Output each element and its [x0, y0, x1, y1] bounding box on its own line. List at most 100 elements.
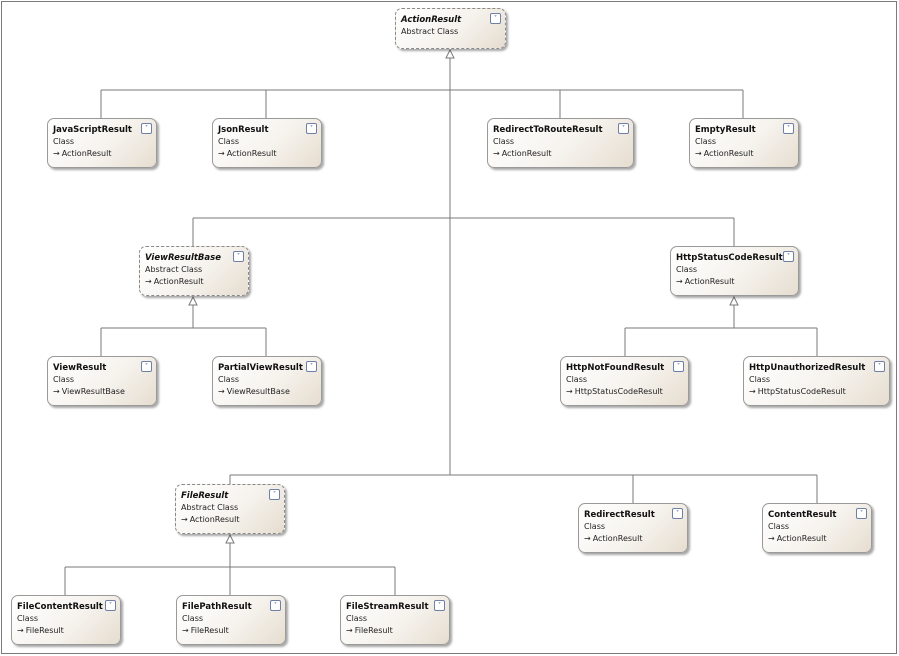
base-class: →HttpStatusCodeResult — [749, 386, 889, 398]
double-chevron-down-icon[interactable]: ˅ — [233, 251, 244, 262]
arrow-right-icon: → — [145, 277, 152, 286]
double-chevron-down-icon[interactable]: ˅ — [856, 508, 867, 519]
arrow-right-icon: → — [584, 534, 591, 543]
base-class: →ViewResultBase — [53, 386, 156, 398]
class-kind: Class — [584, 522, 606, 531]
class-kind: Class — [53, 137, 75, 146]
arrow-right-icon: → — [493, 149, 500, 158]
double-chevron-down-icon[interactable]: ˅ — [783, 123, 794, 134]
class-name: ViewResultBase — [145, 253, 221, 263]
double-chevron-down-icon[interactable]: ˅ — [874, 361, 885, 372]
double-chevron-down-icon[interactable]: ˅ — [141, 361, 152, 372]
base-class: →ActionResult — [218, 148, 321, 160]
inheritance-arrowhead — [225, 533, 235, 544]
class-kind: Class — [768, 522, 790, 531]
base-class-name: ViewResultBase — [61, 387, 125, 396]
double-chevron-down-icon[interactable]: ˅ — [141, 123, 152, 134]
base-class: →FileResult — [182, 625, 285, 637]
class-name: ActionResult — [401, 15, 462, 25]
base-class: →ActionResult — [53, 148, 156, 160]
class-kind: Class — [566, 375, 588, 384]
double-chevron-down-icon[interactable]: ˅ — [783, 251, 794, 262]
class-kind: Class — [182, 614, 204, 623]
class-name: ViewResult — [53, 363, 107, 373]
class-kind: Class — [749, 375, 771, 384]
base-class-name: ActionResult — [684, 277, 735, 286]
base-class-name: HttpStatusCodeResult — [757, 387, 846, 396]
base-class-name: ActionResult — [592, 534, 643, 543]
base-class-name: ActionResult — [61, 149, 112, 158]
class-name: RedirectToRouteResult — [493, 125, 603, 135]
arrow-right-icon: → — [53, 387, 60, 396]
base-class-name: FileResult — [354, 626, 393, 635]
arrow-right-icon: → — [181, 515, 188, 524]
arrow-right-icon: → — [346, 626, 353, 635]
double-chevron-down-icon[interactable]: ˅ — [434, 600, 445, 611]
class-kind: Class — [676, 265, 698, 274]
arrow-right-icon: → — [182, 626, 189, 635]
class-name: HttpNotFoundResult — [566, 363, 665, 373]
base-class: →ActionResult — [768, 533, 871, 545]
class-name: HttpUnauthorizedResult — [749, 363, 866, 373]
double-chevron-down-icon[interactable]: ˅ — [105, 600, 116, 611]
base-class: →ActionResult — [676, 276, 798, 288]
class-name: JsonResult — [218, 125, 269, 135]
class-kind: Class — [346, 614, 368, 623]
class-name: ContentResult — [768, 510, 837, 520]
double-chevron-down-icon[interactable]: ˅ — [673, 361, 684, 372]
class-kind: Abstract Class — [145, 265, 203, 274]
double-chevron-down-icon[interactable]: ˅ — [270, 600, 281, 611]
arrow-right-icon: → — [749, 387, 756, 396]
class-name: EmptyResult — [695, 125, 756, 135]
double-chevron-down-icon[interactable]: ˅ — [672, 508, 683, 519]
arrow-right-icon: → — [218, 387, 225, 396]
class-kind: Abstract Class — [401, 27, 459, 36]
base-class-name: HttpStatusCodeResult — [574, 387, 663, 396]
base-class-name: FileResult — [25, 626, 64, 635]
double-chevron-down-icon[interactable]: ˅ — [618, 123, 629, 134]
arrow-right-icon: → — [768, 534, 775, 543]
arrow-right-icon: → — [676, 277, 683, 286]
double-chevron-down-icon[interactable]: ˅ — [306, 361, 317, 372]
class-kind: Class — [493, 137, 515, 146]
base-class: →ActionResult — [493, 148, 633, 160]
base-class: →FileResult — [17, 625, 120, 637]
double-chevron-down-icon[interactable]: ˅ — [269, 489, 280, 500]
class-kind: Class — [695, 137, 717, 146]
class-name: HttpStatusCodeResult — [676, 253, 783, 263]
base-class: →FileResult — [346, 625, 449, 637]
base-class-name: ViewResultBase — [226, 387, 290, 396]
class-name: PartialViewResult — [218, 363, 303, 373]
class-kind: Class — [218, 375, 240, 384]
class-kind: Class — [17, 614, 39, 623]
double-chevron-down-icon[interactable]: ˅ — [306, 123, 317, 134]
arrow-right-icon: → — [53, 149, 60, 158]
double-chevron-down-icon[interactable]: ˅ — [490, 13, 501, 24]
arrow-right-icon: → — [566, 387, 573, 396]
arrow-right-icon: → — [17, 626, 24, 635]
base-class: →ActionResult — [145, 276, 248, 288]
base-class: →ActionResult — [181, 514, 284, 526]
base-class-name: ActionResult — [153, 277, 204, 286]
class-name: FileResult — [181, 491, 229, 501]
base-class: →HttpStatusCodeResult — [566, 386, 688, 398]
